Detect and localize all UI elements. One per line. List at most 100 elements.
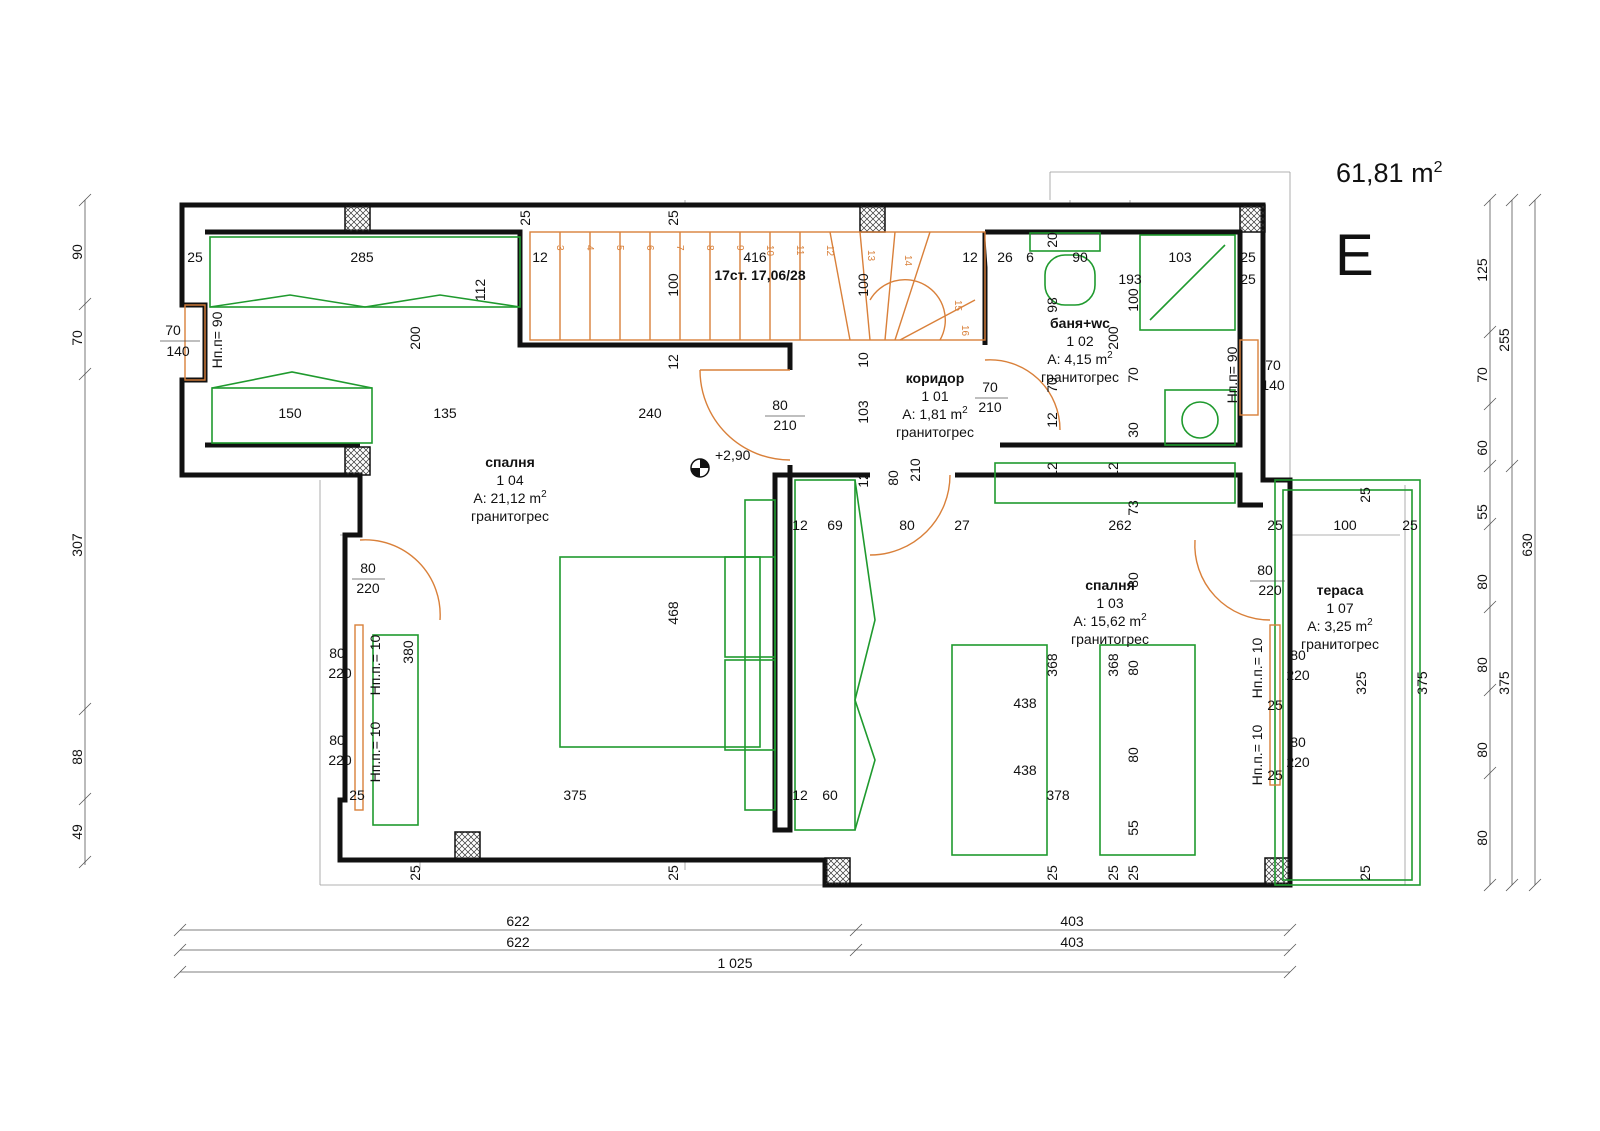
svg-text:12: 12 (665, 354, 681, 370)
svg-text:80: 80 (772, 397, 788, 413)
svg-text:438: 438 (1013, 695, 1037, 711)
furniture (209, 232, 1421, 886)
svg-text:25: 25 (349, 787, 365, 803)
svg-text:80: 80 (329, 645, 345, 661)
svg-text:70: 70 (1474, 367, 1490, 383)
svg-text:240: 240 (638, 405, 662, 421)
svg-text:375: 375 (1496, 671, 1512, 695)
room-name-bedroom1: спалня (485, 454, 535, 470)
svg-text:403: 403 (1060, 934, 1084, 950)
svg-text:210: 210 (773, 417, 797, 433)
room-name-bedroom2: спалня (1085, 577, 1135, 593)
svg-text:90: 90 (1072, 249, 1088, 265)
svg-text:70: 70 (1265, 357, 1281, 373)
svg-text:325: 325 (1353, 671, 1369, 695)
room-name-terrace: тераса (1317, 582, 1364, 598)
svg-text:25: 25 (407, 865, 423, 881)
room-floor-bath: гранитогрес (1041, 369, 1119, 385)
svg-text:80: 80 (1474, 574, 1490, 590)
svg-text:25: 25 (1105, 865, 1121, 881)
svg-text:103: 103 (855, 400, 871, 424)
svg-text:285: 285 (350, 249, 374, 265)
room-number-corridor: 1 01 (921, 388, 948, 404)
svg-text:403: 403 (1060, 913, 1084, 929)
svg-text:49: 49 (69, 824, 85, 840)
stair-step-number: 9 (734, 245, 745, 251)
svg-text:69: 69 (827, 517, 843, 533)
svg-text:25: 25 (1267, 767, 1283, 783)
stair-step-number: 6 (644, 245, 655, 251)
svg-text:103: 103 (1168, 249, 1192, 265)
svg-text:25: 25 (1125, 865, 1141, 881)
svg-text:70: 70 (69, 330, 85, 346)
svg-text:12: 12 (855, 472, 871, 488)
svg-text:210: 210 (978, 399, 1002, 415)
bottom-dimension-chains: 622 403 622 403 1 025 (173, 913, 1297, 979)
svg-text:416: 416 (743, 249, 767, 265)
svg-text:70: 70 (982, 379, 998, 395)
right-dimension-chains: 125 70 60 55 80 80 80 80 255 375 630 (1474, 193, 1542, 892)
window-left-height: Нп.п= 90 (209, 311, 225, 368)
opening-dimensions: 70 140 80 210 70 210 80 210 80 220 80 22… (160, 322, 1310, 770)
svg-text:438: 438 (1013, 762, 1037, 778)
room-floor-bedroom1: гранитогрес (471, 508, 549, 524)
svg-text:70: 70 (165, 322, 181, 338)
svg-text:70: 70 (1125, 367, 1141, 383)
svg-text:80: 80 (1125, 747, 1141, 763)
left-dimension-chain: 90 70 307 88 49 (69, 193, 92, 869)
svg-text:368: 368 (1044, 653, 1060, 677)
svg-text:220: 220 (356, 580, 380, 596)
svg-text:10: 10 (855, 352, 871, 368)
svg-text:80: 80 (1474, 742, 1490, 758)
room-labels: спалня 1 04 A: 21,12 m2 гранитогрес кори… (471, 315, 1379, 652)
svg-text:25: 25 (1357, 487, 1373, 503)
svg-text:210: 210 (907, 458, 923, 482)
total-area: 61,81 m2 (1336, 158, 1443, 188)
svg-text:80: 80 (360, 560, 376, 576)
svg-text:12: 12 (1044, 412, 1060, 428)
svg-text:25: 25 (1240, 271, 1256, 287)
svg-text:6: 6 (1026, 249, 1034, 265)
svg-text:80: 80 (1257, 562, 1273, 578)
window-bath-height: Нп.п= 90 (1224, 346, 1240, 403)
room-name-corridor: коридор (906, 370, 965, 386)
doors (184, 304, 1281, 786)
room-area-terrace: A: 3,25 m2 (1307, 617, 1373, 634)
stair-label: 17ст. 17,06/28 (714, 267, 805, 283)
svg-text:12: 12 (532, 249, 548, 265)
svg-text:12: 12 (792, 517, 808, 533)
svg-text:70: 70 (1044, 377, 1060, 393)
svg-text:375: 375 (563, 787, 587, 803)
svg-text:25: 25 (187, 249, 203, 265)
svg-text:25: 25 (517, 210, 533, 226)
svg-text:307: 307 (69, 533, 85, 557)
stair-step-number: 4 (584, 245, 595, 251)
window-10-a: Нп.п.= 10 (367, 634, 383, 695)
stair-step-number: 7 (674, 245, 685, 251)
room-area-bath: A: 4,15 m2 (1047, 350, 1113, 367)
room-number-bedroom2: 1 03 (1096, 595, 1123, 611)
svg-text:468: 468 (665, 601, 681, 625)
svg-text:368: 368 (1105, 653, 1121, 677)
stair-step-number: 3 (554, 245, 565, 251)
walls (179, 202, 1293, 888)
svg-text:25: 25 (1267, 517, 1283, 533)
svg-text:140: 140 (1261, 377, 1285, 393)
svg-text:60: 60 (1474, 440, 1490, 456)
window-10-c: Нп.п.= 10 (1249, 637, 1265, 698)
room-number-terrace: 1 07 (1326, 600, 1353, 616)
svg-text:88: 88 (69, 749, 85, 765)
room-floor-terrace: гранитогрес (1301, 636, 1379, 652)
room-area-bedroom1: A: 21,12 m2 (473, 489, 547, 506)
svg-text:630: 630 (1519, 533, 1535, 557)
level-label: +2,90 (715, 447, 751, 463)
svg-text:100: 100 (665, 273, 681, 297)
svg-text:100: 100 (1333, 517, 1357, 533)
room-name-bath: баня+wc (1050, 315, 1110, 331)
svg-text:380: 380 (400, 640, 416, 664)
svg-text:220: 220 (1258, 582, 1282, 598)
svg-text:73: 73 (1125, 500, 1141, 516)
svg-text:25: 25 (665, 210, 681, 226)
svg-text:140: 140 (166, 343, 190, 359)
